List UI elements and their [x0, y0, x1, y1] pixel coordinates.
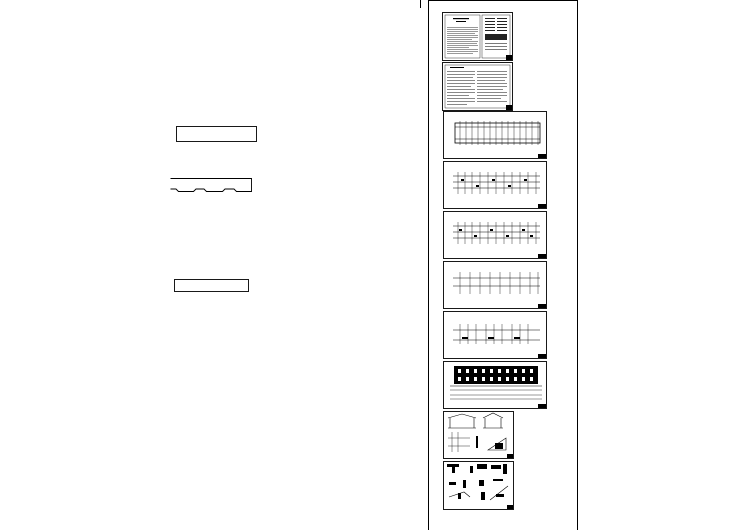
sheet-plan-1[interactable] [443, 111, 547, 159]
detail-profile-notched[interactable] [170, 178, 252, 192]
sheet-plan-3[interactable] [443, 211, 547, 259]
sheet-plan-5[interactable] [443, 311, 547, 359]
sheet-sections[interactable] [443, 411, 514, 459]
layout-border [420, 0, 578, 530]
sheet-elevation[interactable] [443, 361, 547, 409]
sheet-details[interactable] [443, 461, 514, 510]
left-detail-group [170, 126, 257, 292]
sheet-plan-2[interactable] [443, 161, 547, 209]
detail-rectangle-top[interactable] [176, 126, 257, 142]
sheet-cover[interactable] [442, 12, 513, 61]
detail-rectangle-bottom[interactable] [174, 279, 249, 292]
sheet-notes[interactable] [442, 62, 513, 111]
sheet-plan-4[interactable] [443, 261, 547, 309]
